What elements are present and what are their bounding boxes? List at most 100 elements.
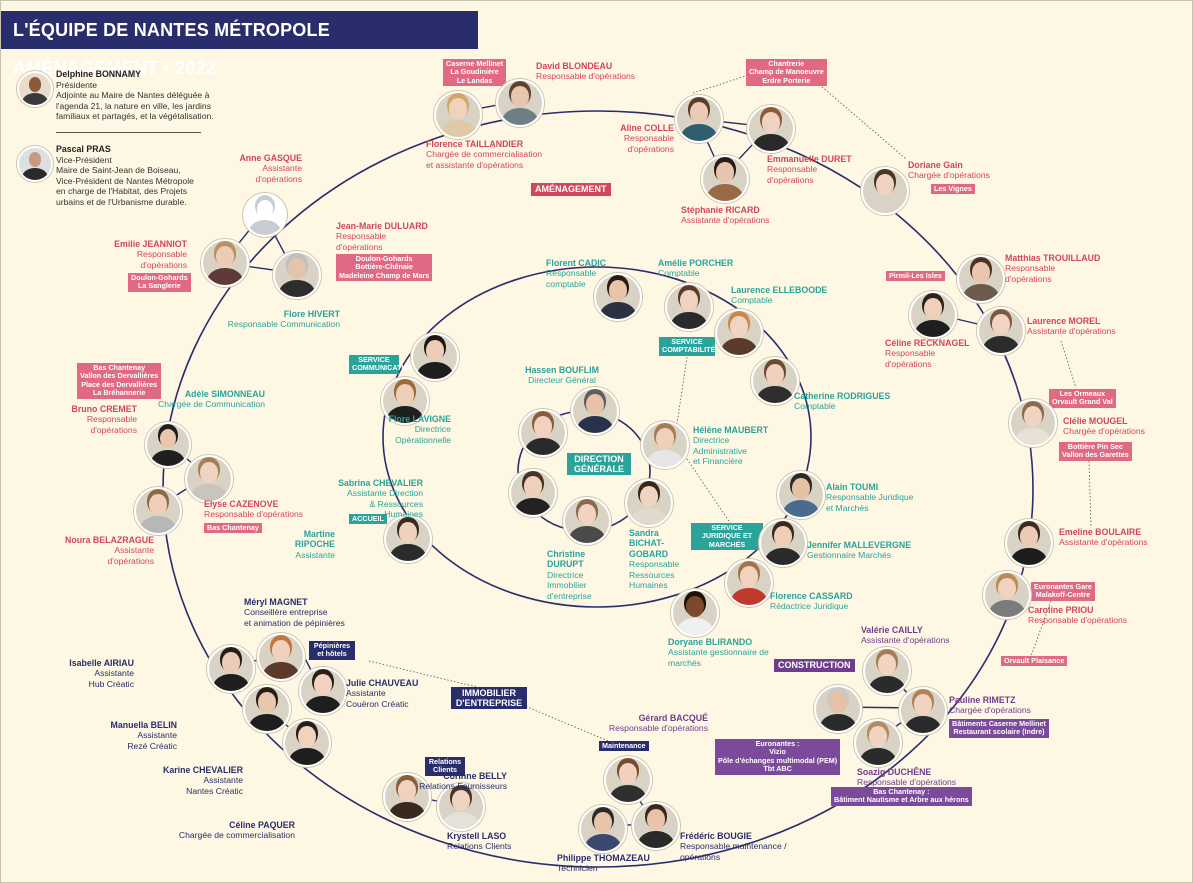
person-name: Alain TOUMI [826, 482, 879, 492]
person-name: Emmanuelle DURET [767, 154, 852, 164]
person-name: Adèle SIMONNEAU [184, 389, 265, 399]
avatar-toumi [777, 471, 825, 519]
avatar-belin [243, 685, 291, 733]
avatar-mougel [1009, 399, 1057, 447]
person-name: Stéphanie RICARD [681, 205, 760, 215]
person-name: Philippe THOMAZEAU [557, 853, 650, 863]
avatar-thomazeau [579, 805, 627, 853]
avatar-belly [604, 756, 652, 804]
person-role: Assistante [295, 549, 335, 560]
person-name: Krystell LASO [447, 831, 507, 841]
person-name: Doryane BLIRANDO [668, 637, 753, 647]
avatar-taillandier [434, 91, 482, 139]
tag-service-comptabilite: SERVICE COMPTABILITÉ [659, 337, 715, 356]
avatar-rodrigues [751, 357, 799, 405]
avatar-duluard [273, 251, 321, 299]
person-name: Jean-Marie DULUARD [336, 221, 428, 231]
person-role: Assistante d'opérations [255, 163, 302, 184]
person-name: Emeline BOULAIRE [1059, 527, 1142, 537]
person-name: Martine RIPOCHE [294, 529, 335, 550]
avatar-elleboode [715, 309, 763, 357]
avatar-blirando [671, 589, 719, 637]
person-role: Chargée de commercialisation et assistan… [426, 149, 543, 170]
tag-accueil: ACCUEIL [349, 514, 387, 525]
person-role: Responsable d'opérations [1005, 263, 1056, 284]
person-role: Assistante d'opérations [1027, 326, 1116, 337]
person-name: Sabrina CHEVALIER [338, 478, 423, 488]
avatar-rimetz [899, 687, 947, 735]
person-role: Responsable d'opérations [86, 414, 137, 435]
person-role: Responsable Ressources Humaines [629, 559, 680, 591]
tag-project-ormeaux: Les Ormeaux Orvault Grand Val [1049, 389, 1116, 408]
person-name: Delphine BONNAMY [56, 69, 142, 79]
person-name: Isabelle AIRIAU [69, 658, 134, 668]
person-role: Assistante Direction & Ressources Humain… [347, 488, 423, 520]
person-role: Assistante Couëron Créatic [346, 688, 409, 709]
person-role: Responsable d'opérations [1028, 615, 1128, 626]
person-name: David BLONDEAU [536, 61, 613, 71]
tag-maintenance: Maintenance [599, 741, 649, 752]
tag-project-orvault: Orvault Plaisance [1001, 656, 1068, 667]
tag-service-juridique: SERVICE JURIDIQUE ET MARCHÉS [691, 523, 763, 551]
person-name: Matthias TROUILLAUD [1005, 253, 1101, 263]
person-name: Flore HIVERT [283, 309, 340, 319]
tag-project-bas-chantenay: Bas Chantenay Vallon des Dervallières Pl… [77, 363, 162, 399]
avatar-maubert [641, 421, 689, 469]
avatar-cadic [594, 273, 642, 321]
person-name: Amélie PORCHER [658, 258, 734, 268]
person-name: Laurence MOREL [1027, 316, 1101, 326]
person-role: Chargée d'opérations [1063, 426, 1145, 437]
avatar-paquer [383, 773, 431, 821]
avatar-bonnamy [17, 71, 53, 107]
person-role: Responsable Juridique et Marchés [826, 492, 914, 513]
avatar-blondeau [496, 79, 544, 127]
avatar-bougie [632, 802, 680, 850]
person-name: Elyse CAZENOVE [204, 499, 279, 509]
person-role: Rédactrice Juridique [770, 601, 849, 612]
person-name: Hassen BOUFLIM [525, 365, 599, 375]
tag-project-chantrerie: Chantrerie Champ de Manoeuvre Erdre Port… [746, 59, 827, 87]
person-role: Responsable d'opérations [136, 249, 187, 270]
person-name: Méryl MAGNET [244, 597, 308, 607]
person-name: Julie CHAUVEAU [346, 678, 419, 688]
person-role: Directrice Immobilier d'entreprise [547, 569, 592, 601]
tag-project-bas-chantenay2: Bas Chantenay [204, 523, 262, 534]
tag-project-euronantes: Euronantes Gare Malakoff-Centre [1031, 582, 1095, 601]
person-name: Clélie MOUGEL [1063, 416, 1128, 426]
person-name: Noura BELAZRAGUE [65, 535, 154, 545]
person-role: Comptable [658, 268, 700, 279]
person-name: Florent CADIC [546, 258, 607, 268]
person-role: Assistante Hub Créatic [88, 668, 134, 689]
tag-project-pirmil: Pirmil-Les Isles [886, 271, 945, 282]
person-name: Valérie CAILLY [861, 625, 923, 635]
tag-relations-clients: Relations Clients [425, 757, 465, 776]
avatar-laso [437, 783, 485, 831]
person-role: Relations Clients [447, 841, 512, 852]
person-name: Flore LAVIGNE [388, 414, 451, 424]
person-role: Chargée de Communication [157, 399, 265, 410]
tag-project-batiments: Bâtiments Caserne Mellinet Restaurant sc… [949, 719, 1049, 738]
tag-project-caserne: Caserne Mellinet La Goudinière Le Landas [443, 59, 507, 87]
person-role: Responsable d'opérations [336, 231, 387, 252]
person-name: Karine CHEVALIER [162, 765, 243, 775]
